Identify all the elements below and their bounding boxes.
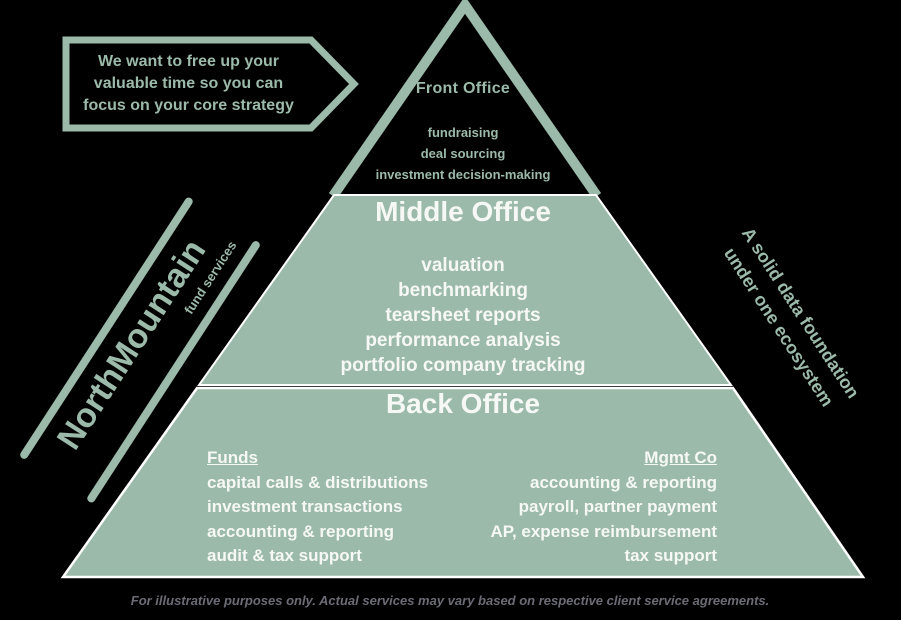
middle-office-item: valuation [421, 255, 505, 276]
mgmtco-item: accounting & reporting [530, 472, 717, 492]
funds-heading: Funds [207, 448, 258, 467]
arrow-banner-line: focus on your core strategy [83, 97, 294, 114]
funds-item: accounting & reporting [207, 521, 394, 541]
back-office-title: Back Office [385, 388, 541, 419]
middle-office-item: tearsheet reports [385, 305, 541, 326]
middle-office-item: portfolio company tracking [340, 355, 586, 376]
funds-item: audit & tax support [207, 546, 362, 565]
back-office-mgmtco-column: Mgmt Co accounting & reporting payroll, … [467, 446, 717, 569]
back-office-funds-column: Funds capital calls & distributions inve… [207, 446, 457, 569]
arrow-banner-line: valuable time so you can [93, 75, 284, 92]
middle-office-item: performance analysis [365, 330, 561, 351]
mgmtco-item: AP, expense reimbursement [490, 521, 717, 541]
funds-item: capital calls & distributions [207, 472, 429, 492]
middle-office-item: benchmarking [398, 280, 528, 301]
right-note-rotated: A solid data foundation under one ecosys… [714, 222, 866, 417]
middle-office-tier [197, 194, 733, 386]
arrow-banner-text: We want to free up your valuable time so… [66, 51, 311, 117]
arrow-banner-outline [62, 36, 359, 132]
mgmtco-item: payroll, partner payment [518, 497, 717, 516]
front-office-outline [328, 0, 602, 199]
front-office-title: Front Office [415, 80, 511, 97]
branding-top-rule [18, 196, 195, 461]
right-note: A solid data foundation under one ecosys… [640, 170, 901, 470]
mgmtco-item: tax support [624, 546, 717, 565]
front-office-item: investment decision-making [375, 167, 551, 182]
footer-disclaimer: For illustrative purposes only. Actual s… [130, 593, 770, 608]
middle-office-title: Middle Office [375, 196, 551, 227]
back-office-tier [60, 386, 866, 579]
mgmtco-heading: Mgmt Co [644, 448, 717, 467]
middle-office-items: valuation benchmarking tearsheet reports… [263, 253, 663, 378]
funds-item: investment transactions [207, 497, 403, 516]
arrow-banner-line: We want to free up your [97, 53, 280, 70]
front-office-item: fundraising [427, 125, 499, 140]
front-office-items: fundraising deal sourcing investment dec… [328, 122, 598, 185]
front-office-item: deal sourcing [420, 146, 506, 161]
